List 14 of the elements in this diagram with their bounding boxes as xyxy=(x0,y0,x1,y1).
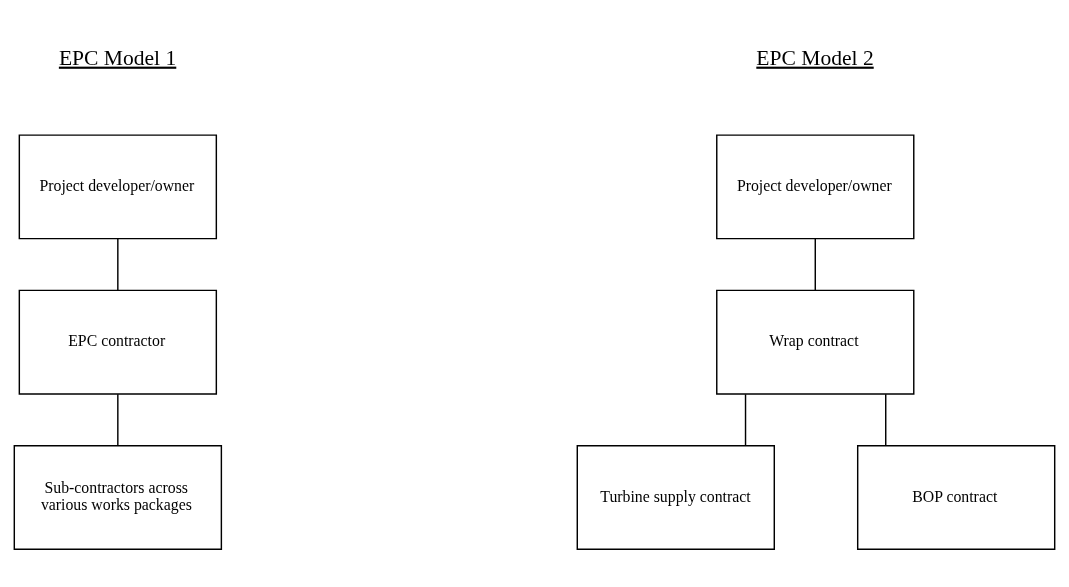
connector xyxy=(744,393,747,446)
node-box: Wrap contract xyxy=(716,289,915,395)
node-box: BOP contract xyxy=(856,444,1056,550)
node-box: Project developer/owner xyxy=(716,133,915,239)
connector xyxy=(885,393,887,446)
connector xyxy=(117,237,119,291)
label: EPC Model 1 xyxy=(58,45,177,70)
node-box: Turbine supply contract xyxy=(576,444,775,550)
node-box: Project developer/owner xyxy=(18,133,218,239)
node-box: EPC contractor xyxy=(18,289,218,395)
connector xyxy=(814,237,816,291)
connector xyxy=(117,393,119,446)
label: EPC Model 2 xyxy=(756,45,874,70)
node-box: Sub-contractors across various works packages xyxy=(13,444,223,550)
